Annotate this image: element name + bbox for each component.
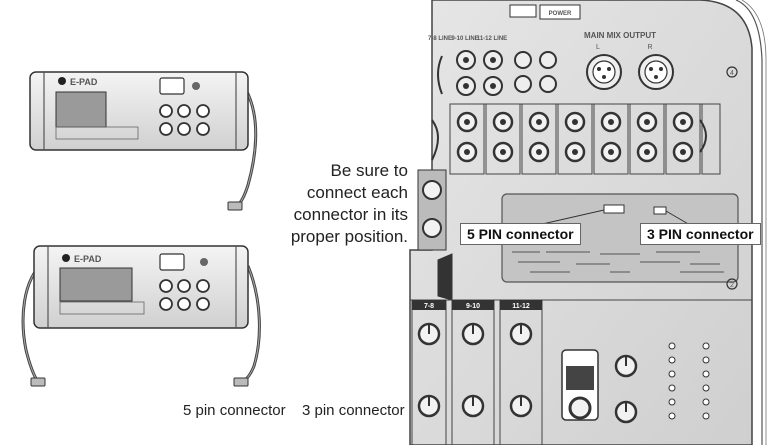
five-pin-socket	[603, 204, 625, 214]
strip-label-11-12: 11-12	[512, 303, 530, 310]
usb-port	[159, 77, 185, 95]
marker-2: 2	[730, 282, 734, 289]
channel-strips: 7-8 9-10 11-12	[411, 299, 543, 445]
strip-label-7-8: 7-8	[424, 303, 434, 310]
module-brand-2: E-PAD	[74, 254, 102, 264]
usb-port-2	[159, 253, 185, 271]
xlr-output-r	[638, 54, 674, 90]
epad-module-top: E-PAD	[29, 71, 258, 211]
three-pin-plug	[233, 377, 249, 387]
instruction-line-4: proper position.	[290, 227, 408, 246]
three-pin-callout: 3 PIN connector	[640, 223, 761, 245]
marker-4: 4	[730, 70, 734, 77]
xlr-output-l	[586, 54, 622, 90]
five-pin-caption: 5 pin connector	[183, 402, 286, 419]
instruction-line-2: connect each	[306, 183, 408, 202]
mixer-panel: POWER MAIN MIX OUTPUT L R 7-8 LINE 9-10 …	[409, 0, 767, 445]
five-pin-plug	[227, 201, 243, 211]
line-label-11-12: 11-12 LINE	[477, 36, 507, 42]
five-pin-plug-2	[30, 377, 46, 387]
three-pin-socket	[653, 206, 667, 215]
output-r-label: R	[647, 44, 652, 51]
epad-module-bottom: E-PAD	[21, 245, 261, 387]
strip-label-9-10: 9-10	[466, 303, 480, 310]
line-label-7-8: 7-8 LINE	[428, 36, 452, 42]
module-brand: E-PAD	[70, 77, 98, 87]
power-button-label: POWER	[549, 11, 572, 17]
output-l-label: L	[596, 44, 600, 51]
line-label-9-10: 9-10 LINE	[451, 36, 478, 42]
lcd-display-2	[59, 267, 133, 302]
instruction-line-1: Be sure to	[330, 161, 409, 180]
five-pin-callout: 5 PIN connector	[460, 223, 581, 245]
main-mix-output-label: MAIN MIX OUTPUT	[584, 31, 656, 40]
instruction-line-3: connector in its	[293, 205, 408, 224]
three-pin-caption: 3 pin connector	[302, 402, 405, 419]
power-button	[539, 4, 581, 20]
instruction-text: Be sure to connect each connector in its…	[258, 160, 408, 248]
top-button-1	[509, 4, 537, 18]
lcd-display	[55, 91, 107, 128]
